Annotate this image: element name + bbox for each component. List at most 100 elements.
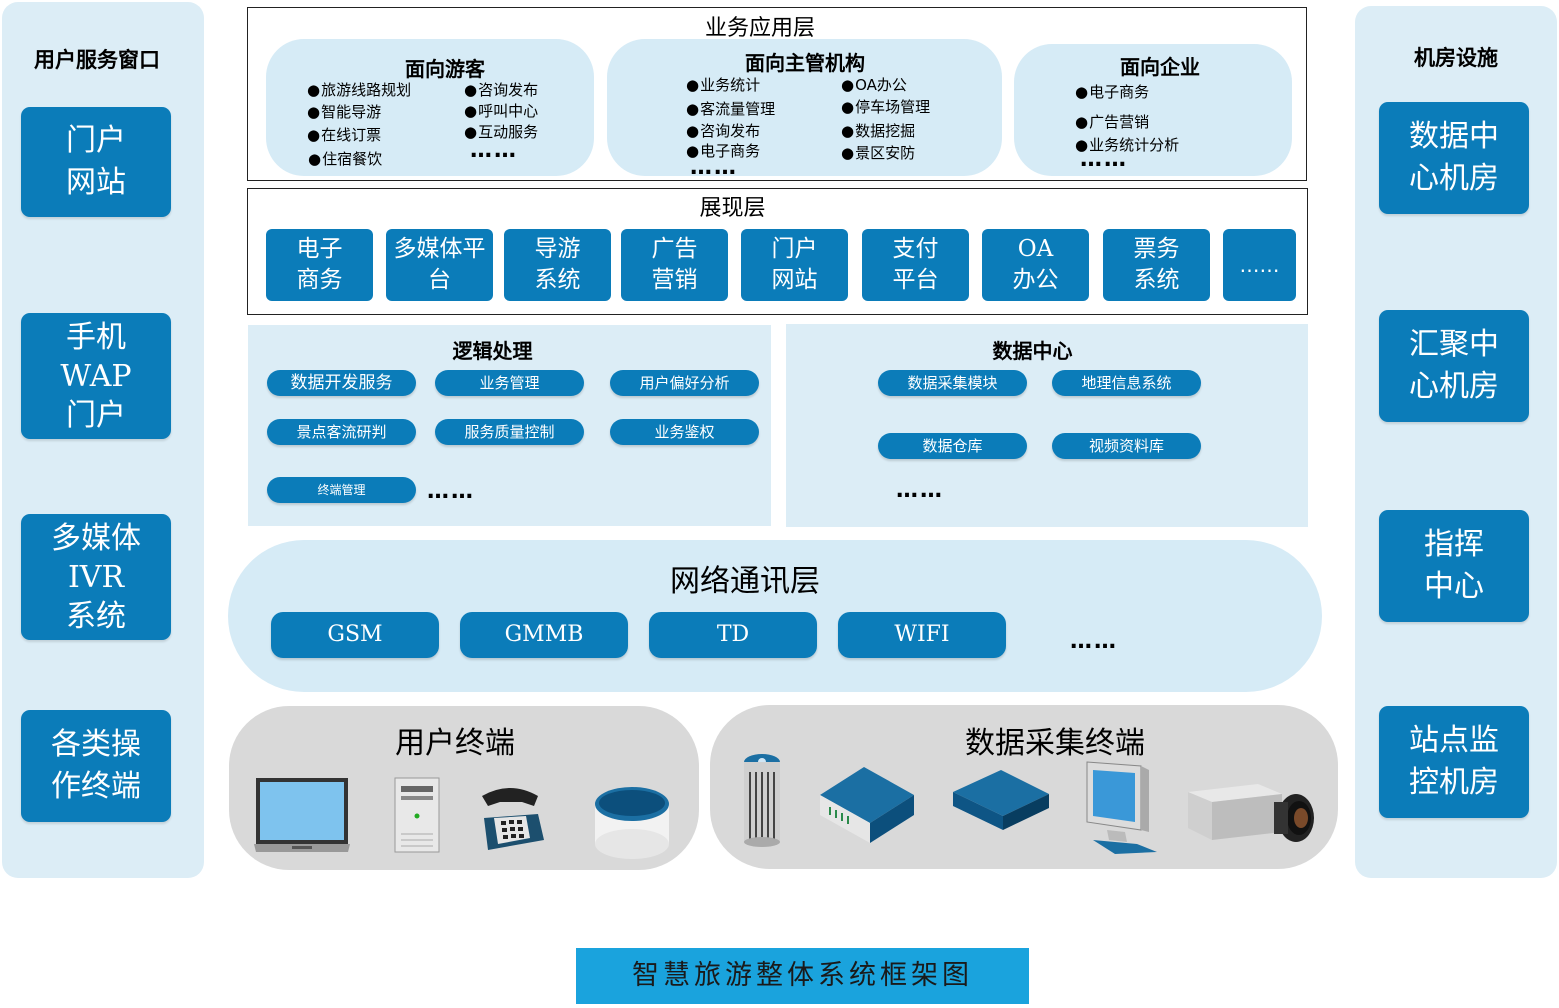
data-collection-pill[interactable]: 数据采集模块 (878, 370, 1027, 396)
ecommerce-button[interactable]: 电子商务 (266, 229, 373, 301)
data-center-title: 数据中心 (992, 339, 1073, 363)
list-item: OA办公 (841, 74, 907, 95)
data-development-pill[interactable]: 数据开发服务 (267, 370, 416, 396)
button-line: IVR (67, 559, 125, 595)
button-line: WAP (60, 358, 132, 394)
button-line: 数据中 (1409, 119, 1499, 154)
button-line: 系统 (534, 267, 581, 293)
logic-title: 逻辑处理 (452, 339, 533, 363)
list-item: 旅游线路规划 (307, 79, 411, 100)
button-line: …… (1239, 252, 1280, 277)
button-line: OA (1017, 236, 1054, 262)
more-ellipsis: …… (470, 138, 518, 163)
aggregation-center-room-button[interactable]: 汇聚中心机房 (1379, 310, 1529, 422)
button-line: 电子 (296, 236, 343, 262)
list-item: 电子商务 (1075, 81, 1149, 102)
button-line: 广告 (651, 236, 698, 262)
list-item: 在线订票 (307, 124, 381, 145)
list-item: 数据挖掘 (841, 120, 915, 141)
tourists-title: 面向游客 (405, 57, 485, 81)
database-disk-icon (595, 787, 669, 859)
button-line: 票务 (1133, 236, 1180, 262)
business-auth-pill[interactable]: 业务鉴权 (610, 419, 759, 445)
list-item: 咨询发布 (686, 120, 760, 141)
button-line: 多媒体 (51, 520, 141, 556)
list-item: 咨询发布 (464, 79, 538, 100)
more-ellipsis: …… (427, 479, 475, 504)
telephone-icon (482, 788, 544, 850)
user-preference-pill[interactable]: 用户偏好分析 (610, 370, 759, 396)
more-ellipsis: …… (690, 155, 738, 180)
list-item: 业务统计 (686, 74, 760, 95)
portal-button[interactable]: 门户网站 (741, 229, 848, 301)
advertising-button[interactable]: 广告营销 (621, 229, 728, 301)
oa-office-button[interactable]: OA 办公 (982, 229, 1089, 301)
button-line: 办公 (1012, 267, 1059, 293)
more-ellipsis: …… (1070, 629, 1118, 654)
left-sidebar-title: 用户服务窗口 (34, 47, 160, 72)
td-button[interactable]: TD (649, 612, 817, 658)
site-monitoring-room-button[interactable]: 站点监控机房 (1379, 706, 1529, 818)
list-item: 广告营销 (1075, 111, 1149, 132)
camera-icon (1188, 784, 1314, 842)
list-item: 景区安防 (841, 142, 915, 163)
sensor-cylinder-icon (744, 754, 780, 847)
data-center-room-button[interactable]: 数据中心机房 (1379, 102, 1529, 214)
data-terminal-title: 数据采集终端 (965, 726, 1145, 761)
business-management-pill[interactable]: 业务管理 (435, 370, 584, 396)
ticketing-system-button[interactable]: 票务系统 (1103, 229, 1210, 301)
desktop-tower-icon (394, 777, 440, 853)
user-terminal-title: 用户终端 (395, 726, 515, 761)
button-line: 平台 (892, 267, 939, 293)
button-line: 作终端 (51, 769, 141, 804)
list-item: 住宿餐饮 (308, 148, 382, 169)
button-line: 站点监 (1409, 723, 1499, 758)
button-line: 心机房 (1409, 369, 1499, 404)
operation-terminals-button[interactable]: 各类操作终端 (21, 710, 171, 822)
button-line: 支付 (892, 236, 939, 262)
button-line: 营销 (651, 267, 698, 293)
list-item: 智能导游 (307, 101, 381, 122)
button-line: 系统 (66, 598, 126, 634)
tour-guide-system-button[interactable]: 导游系统 (504, 229, 611, 301)
button-line: 门户 (66, 123, 126, 158)
data-warehouse-pill[interactable]: 数据仓库 (878, 433, 1027, 459)
gmmb-button[interactable]: GMMB (460, 612, 628, 658)
authorities-section (607, 39, 1002, 176)
network-box-icon (953, 770, 1049, 830)
command-center-button[interactable]: 指挥中心 (1379, 510, 1529, 622)
monitor-icon (1086, 761, 1157, 854)
button-line: 网站 (771, 267, 818, 293)
button-line: 指挥 (1424, 527, 1484, 562)
terminal-management-pill[interactable]: 终端管理 (267, 477, 416, 503)
business-layer-title: 业务应用层 (704, 16, 815, 41)
wifi-button[interactable]: WIFI (838, 612, 1006, 658)
portal-website-button[interactable]: 门户网站 (21, 107, 171, 217)
list-item: 业务统计分析 (1075, 134, 1179, 155)
multimedia-platform-button[interactable]: 多媒体平台 (386, 229, 493, 301)
video-library-pill[interactable]: 视频资料库 (1052, 433, 1201, 459)
list-item: 客流量管理 (686, 98, 775, 119)
diagram-caption: 智慧旅游整体系统框架图 (576, 948, 1029, 1004)
router-icon (820, 767, 914, 843)
list-item: 呼叫中心 (464, 100, 538, 121)
more-button[interactable]: …… (1223, 229, 1296, 301)
presentation-layer-title: 展现层 (699, 196, 766, 221)
button-line: 多媒体平 (393, 236, 486, 262)
button-line: 台 (428, 267, 451, 293)
gis-pill[interactable]: 地理信息系统 (1052, 370, 1201, 396)
button-line: 中心 (1424, 569, 1484, 604)
list-item: 互动服务 (464, 121, 538, 142)
laptop-icon (254, 778, 350, 852)
payment-platform-button[interactable]: 支付平台 (862, 229, 969, 301)
button-line: 汇聚中 (1409, 327, 1499, 362)
service-quality-pill[interactable]: 服务质量控制 (435, 419, 584, 445)
button-line: 门户 (65, 397, 126, 433)
scenic-flow-pill[interactable]: 景点客流研判 (267, 419, 416, 445)
network-layer-title: 网络通讯层 (670, 564, 820, 599)
button-line: 系统 (1133, 267, 1180, 293)
button-line: 网站 (66, 165, 126, 200)
gsm-button[interactable]: GSM (271, 612, 439, 658)
